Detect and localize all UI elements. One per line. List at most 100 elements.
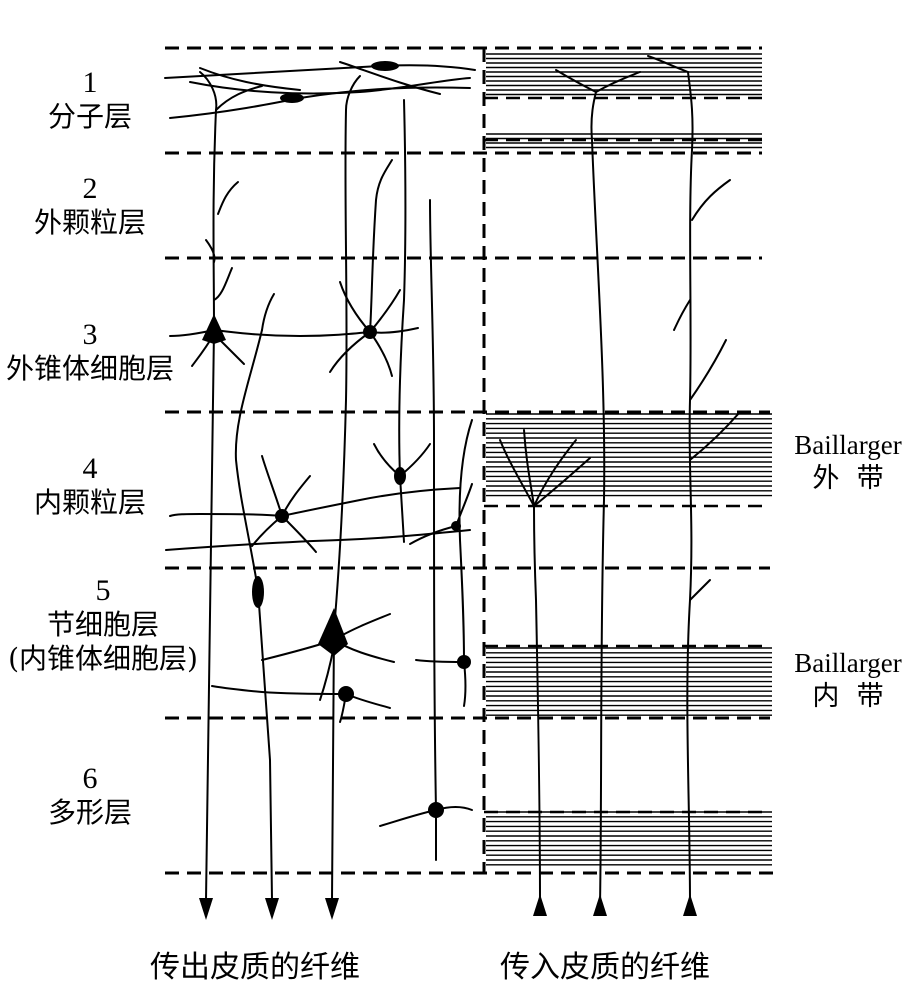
neuron-process-50 — [455, 483, 473, 527]
layer-1-name: 分子层 — [47, 100, 132, 133]
neuron-process-9 — [217, 181, 239, 215]
neuron-process-59 — [590, 91, 606, 906]
neuron-process-19 — [331, 629, 335, 901]
neuron-process-32 — [281, 487, 461, 517]
neuron-process-35 — [281, 515, 317, 553]
neuron-process-26 — [339, 281, 371, 333]
stellate-cell-layer4 — [275, 509, 289, 523]
outer-band-name: Baillarger — [794, 430, 902, 460]
hatch-band-upper — [486, 133, 762, 149]
efferent-arrow-2 — [265, 898, 279, 920]
neuron-process-38 — [398, 99, 407, 477]
neuron-process-7 — [215, 85, 263, 111]
layer-4-number: 4 — [82, 452, 98, 485]
neuron-process-3 — [189, 77, 471, 95]
afferent-arrow-3 — [683, 894, 697, 916]
neuron-process-46 — [458, 419, 473, 663]
neuron-process-57 — [523, 429, 535, 507]
afferent-arrow-2 — [593, 894, 607, 916]
layer-5-number: 5 — [95, 574, 111, 607]
neuron-process-58 — [533, 457, 591, 507]
afferent-fibers-caption: 传入皮质的纤维 — [500, 950, 710, 985]
hatch-band-deep — [486, 811, 772, 866]
neuron-process-63 — [647, 55, 689, 73]
neuron-process-68 — [673, 299, 691, 331]
neuron-process-13 — [213, 329, 371, 337]
neuron-process-42 — [429, 199, 437, 811]
inner-band-label: Baillarger 内 带 — [778, 646, 918, 714]
fusiform-cell-layer5 — [252, 576, 264, 608]
small-cell-layer5 — [338, 686, 354, 702]
neuron-process-44 — [379, 809, 437, 827]
neuron-process-51 — [211, 685, 347, 695]
fiber-band-hatching — [486, 53, 772, 866]
layer-2-number: 2 — [82, 172, 98, 205]
layer-5-subname: (内锥体细胞层) — [8, 642, 198, 675]
layer-2-name: 外颗粒层 — [33, 206, 146, 239]
neuron-process-25 — [369, 289, 401, 333]
inner-band-sub: 内 带 — [812, 681, 884, 712]
layer-5-name: 节细胞层 — [46, 608, 159, 641]
inner-band-name: Baillarger — [794, 648, 902, 678]
molecular-cell-1 — [371, 61, 399, 71]
neuron-process-10 — [205, 239, 216, 263]
neuron-process-60 — [555, 69, 597, 93]
efferent-fibers-caption: 传出皮质的纤维 — [150, 950, 360, 985]
layer-6-name: 多形层 — [47, 796, 132, 829]
neuron-process-62 — [686, 71, 694, 906]
layer-3-name: 外锥体细胞层 — [5, 352, 174, 385]
neuron-process-6 — [199, 71, 218, 331]
outer-band-sub: 外 带 — [812, 463, 884, 494]
neuron-process-17 — [234, 329, 263, 591]
layer-4-name: 内颗粒层 — [33, 486, 146, 519]
layer-3-label: 3 外锥体细胞层 — [2, 318, 178, 386]
neuron-process-33 — [261, 455, 283, 517]
neuron-process-55 — [499, 439, 535, 507]
neuron-process-64 — [689, 339, 727, 401]
layer-6-number: 6 — [82, 762, 98, 795]
neuron-process-8 — [205, 329, 215, 901]
afferent-arrow-1 — [533, 894, 547, 916]
neuron-process-61 — [595, 71, 641, 93]
neuron-process-66 — [689, 579, 711, 601]
large-pyramidal-cell-layer5 — [318, 608, 348, 656]
layer-2-label: 2 外颗粒层 — [10, 172, 170, 240]
neuron-process-65 — [689, 411, 741, 461]
neuron-process-16 — [257, 589, 273, 901]
outer-band-label: Baillarger 外 带 — [778, 428, 918, 496]
neuron-process-31 — [169, 513, 283, 517]
small-cell-layer4 — [451, 521, 461, 531]
neuron-cell-bodies — [202, 61, 471, 818]
efferent-arrow-3 — [325, 898, 339, 920]
layer-5-label: 5 节细胞层 (内锥体细胞层) — [0, 574, 206, 676]
neuron-process-18 — [261, 293, 275, 331]
neuron-process-29 — [369, 327, 419, 334]
fiber-arrowheads — [199, 894, 697, 920]
layer-1-number: 1 — [82, 66, 98, 99]
neuron-process-4 — [199, 67, 301, 91]
layer-3-number: 3 — [82, 318, 98, 351]
layer-4-label: 4 内颗粒层 — [10, 452, 170, 520]
neuron-process-27 — [369, 331, 393, 377]
layer-boundary-lines — [165, 46, 780, 875]
hatch-band-inner-baillarger — [486, 647, 772, 716]
martinotti-cell-layer5 — [457, 655, 471, 669]
polymorph-cell-layer6 — [428, 802, 444, 818]
neuron-process-11 — [213, 267, 233, 301]
neuron-process-5 — [339, 61, 441, 95]
hatch-band-molecular — [486, 53, 762, 96]
hatch-band-outer-baillarger — [486, 413, 772, 497]
pyramidal-cell-layer3 — [202, 314, 226, 344]
neuron-process-30 — [369, 159, 393, 333]
vertical-cell-layer4 — [394, 467, 406, 485]
layer-1-label: 1 分子层 — [20, 66, 160, 134]
neuron-process-54 — [533, 505, 541, 906]
multipolar-cell-layer3 — [363, 325, 377, 339]
molecular-cell-2 — [280, 93, 304, 103]
neuron-process-20 — [333, 75, 361, 631]
neuron-process-67 — [691, 179, 731, 221]
neuron-process-47 — [415, 659, 465, 663]
neuron-process-28 — [329, 331, 371, 373]
efferent-arrow-1 — [199, 898, 213, 920]
neuron-process-39 — [399, 475, 405, 543]
